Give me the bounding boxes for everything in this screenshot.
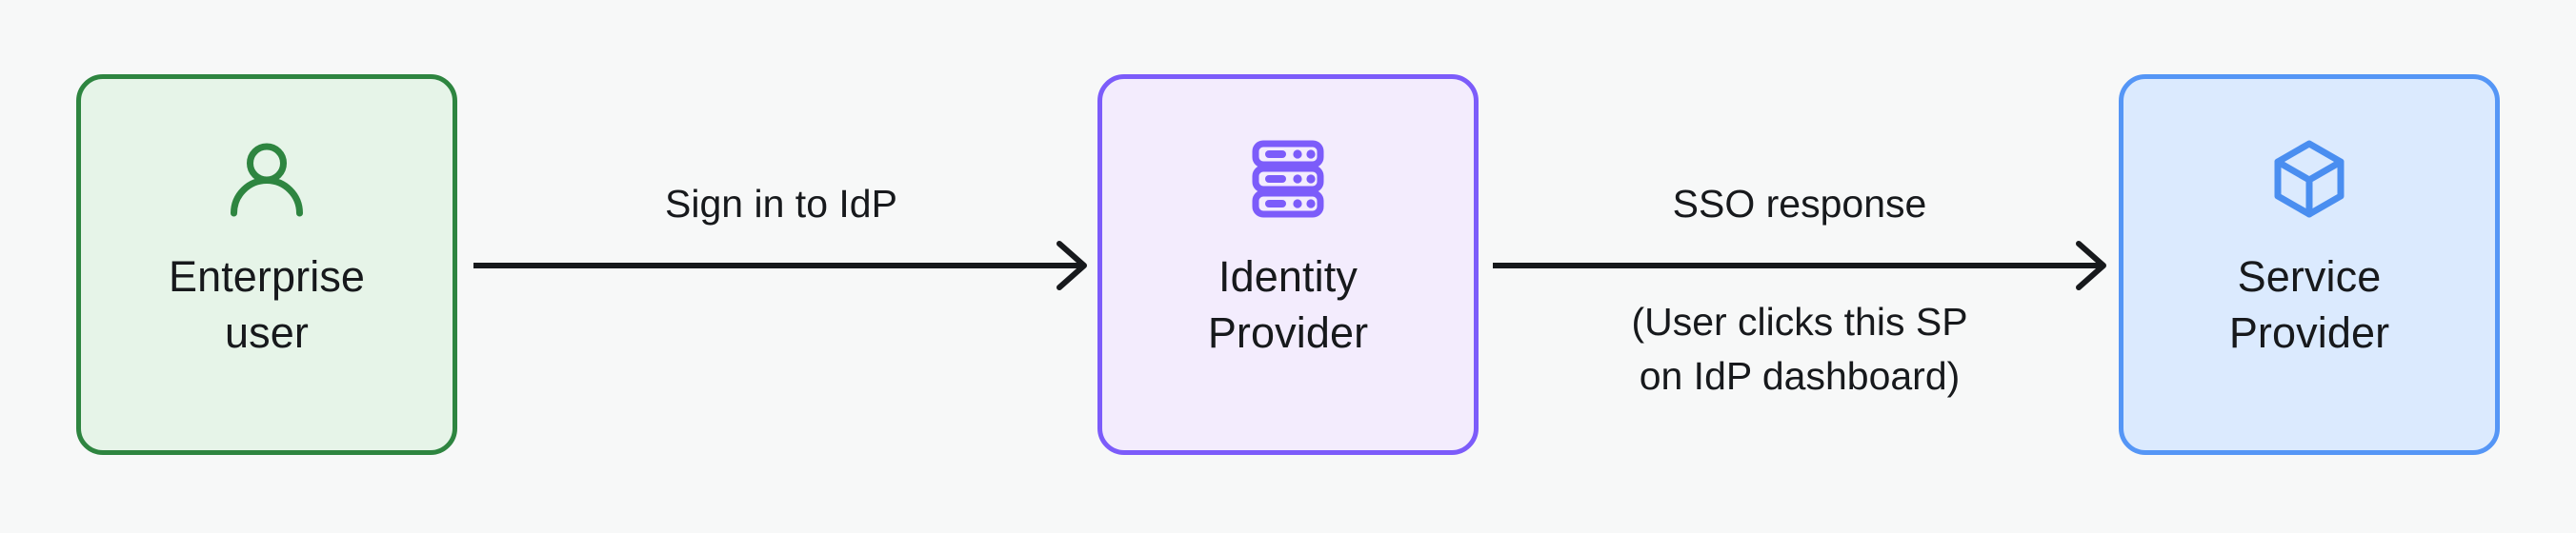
node-service-provider[interactable]: Service Provider bbox=[2119, 74, 2500, 455]
node-enterprise-user[interactable]: Enterprise user bbox=[76, 74, 457, 455]
node-label-service-provider: Service Provider bbox=[2228, 252, 2390, 358]
node-identity-provider[interactable]: Identity Provider bbox=[1097, 74, 1479, 455]
edge-user-to-idp bbox=[467, 0, 1096, 533]
edge-label-sign-in-to-idp: Sign in to IdP bbox=[665, 182, 897, 226]
node-label-identity-provider: Identity Provider bbox=[1207, 252, 1369, 358]
edge-sublabel-idp-to-sp: (User clicks this SP on IdP dashboard) bbox=[1631, 300, 1968, 398]
edge-label-sso-response: SSO response bbox=[1672, 182, 1927, 226]
edge-idp-to-sp bbox=[1486, 0, 2115, 533]
arrow-head-user-to-idp bbox=[1057, 241, 1087, 290]
node-label-enterprise-user: Enterprise user bbox=[168, 252, 366, 358]
user-icon bbox=[226, 138, 308, 220]
server-rack-icon bbox=[1247, 138, 1329, 220]
arrow-head-idp-to-sp bbox=[2076, 241, 2106, 290]
cube-icon bbox=[2268, 138, 2350, 220]
